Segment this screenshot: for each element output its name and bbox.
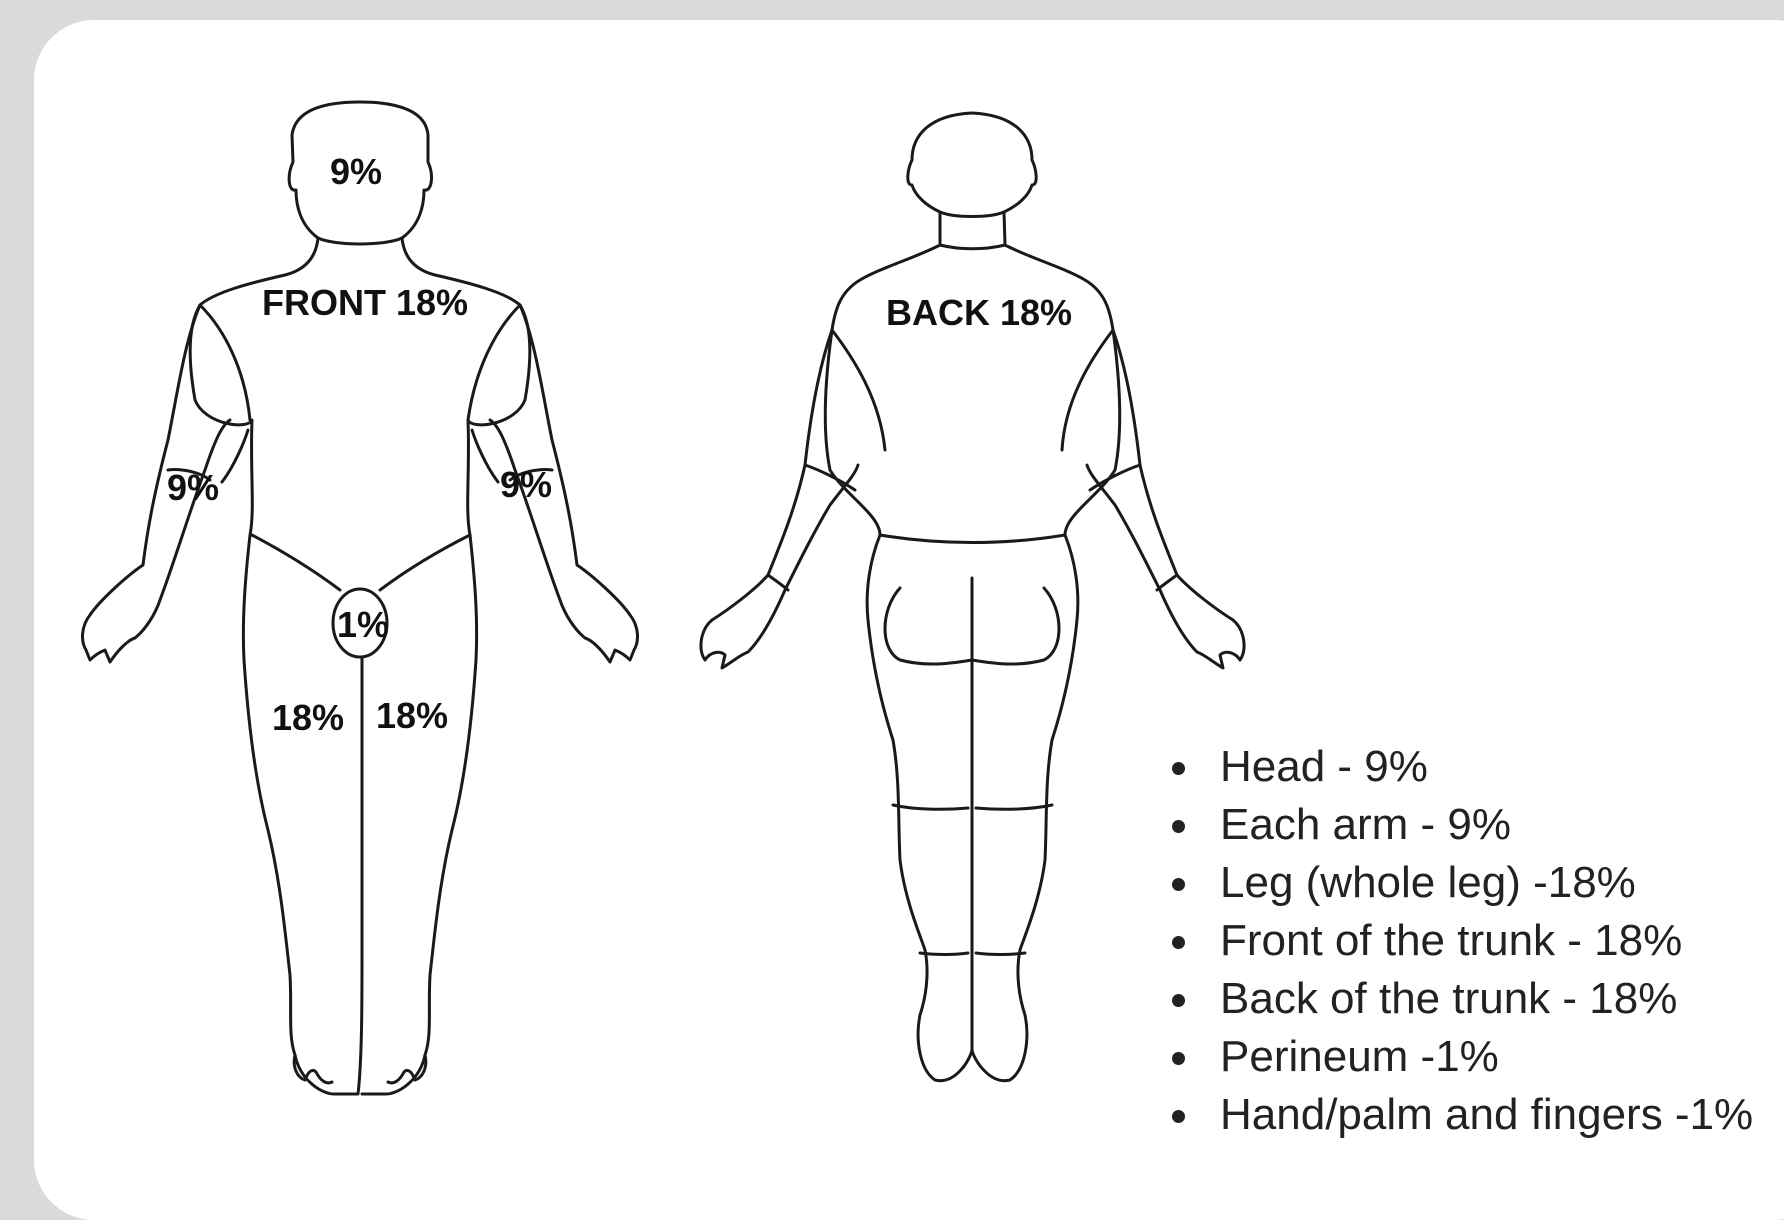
back-trunk-label: BACK 18% — [886, 292, 1072, 333]
legend-item: Back of the trunk - 18% — [1165, 970, 1753, 1028]
front-left-arm-outline — [472, 305, 637, 662]
front-body-figure: 9% FRONT 18% 9% 9% 1% 18% 18% — [83, 102, 638, 1094]
legend-item: Leg (whole leg) -18% — [1165, 854, 1753, 912]
back-neck-line — [940, 245, 1005, 249]
front-left-leg-label: 18% — [376, 695, 448, 736]
back-right-arm-outline — [701, 330, 858, 668]
legend-item: Front of the trunk - 18% — [1165, 912, 1753, 970]
front-right-leg-label: 18% — [272, 697, 344, 738]
back-left-arm-outline — [1087, 330, 1244, 668]
legend-item: Head - 9% — [1165, 738, 1753, 796]
front-right-arm-label: 9% — [167, 467, 219, 508]
front-groin-lines — [252, 535, 470, 590]
legend-item: Hand/palm and fingers -1% — [1165, 1086, 1753, 1144]
back-body-figure — [701, 113, 1244, 1081]
front-torso-outline — [190, 238, 529, 1094]
legend-item: Each arm - 9% — [1165, 796, 1753, 854]
back-waist-line — [880, 535, 1065, 543]
front-right-arm-outline — [83, 305, 248, 662]
back-head-outline — [908, 113, 1036, 217]
front-left-arm-label: 9% — [500, 464, 552, 505]
front-trunk-label: FRONT 18% — [262, 282, 468, 323]
front-head-label: 9% — [330, 151, 382, 192]
back-shoulder-lines — [832, 330, 1113, 450]
burn-percentage-legend: Head - 9% Each arm - 9% Leg (whole leg) … — [1165, 738, 1753, 1144]
front-perineum-label: 1% — [337, 604, 389, 645]
legend-item: Perineum -1% — [1165, 1028, 1753, 1086]
